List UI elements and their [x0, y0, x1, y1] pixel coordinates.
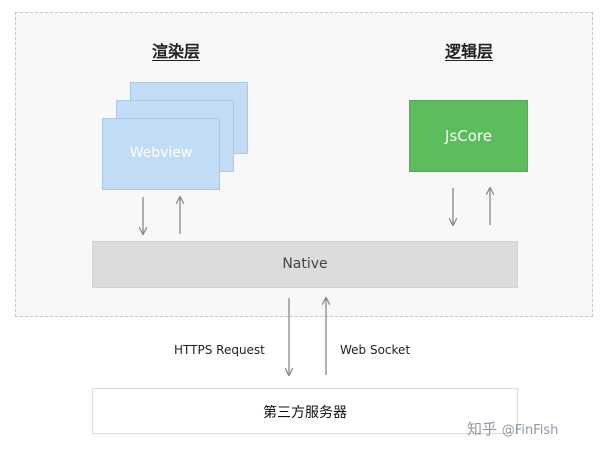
server-box: 第三方服务器 [92, 388, 518, 434]
server-label: 第三方服务器 [263, 405, 347, 421]
watermark: 知乎 @FinFish [467, 418, 558, 439]
render-layer-title: 渲染层 [152, 42, 201, 61]
jscore-box: JsCore [409, 100, 528, 172]
https-request-label: HTTPS Request [174, 343, 265, 357]
web-socket-label: Web Socket [340, 343, 411, 357]
native-label: Native [282, 256, 328, 272]
native-box: Native [92, 241, 518, 288]
watermark-author: @FinFish [501, 423, 559, 438]
logic-layer-title: 逻辑层 [445, 42, 494, 61]
webview-box: Webview [102, 118, 220, 190]
webview-label: Webview [129, 145, 193, 161]
watermark-site: 知乎 [467, 420, 498, 438]
jscore-label: JsCore [445, 127, 492, 145]
